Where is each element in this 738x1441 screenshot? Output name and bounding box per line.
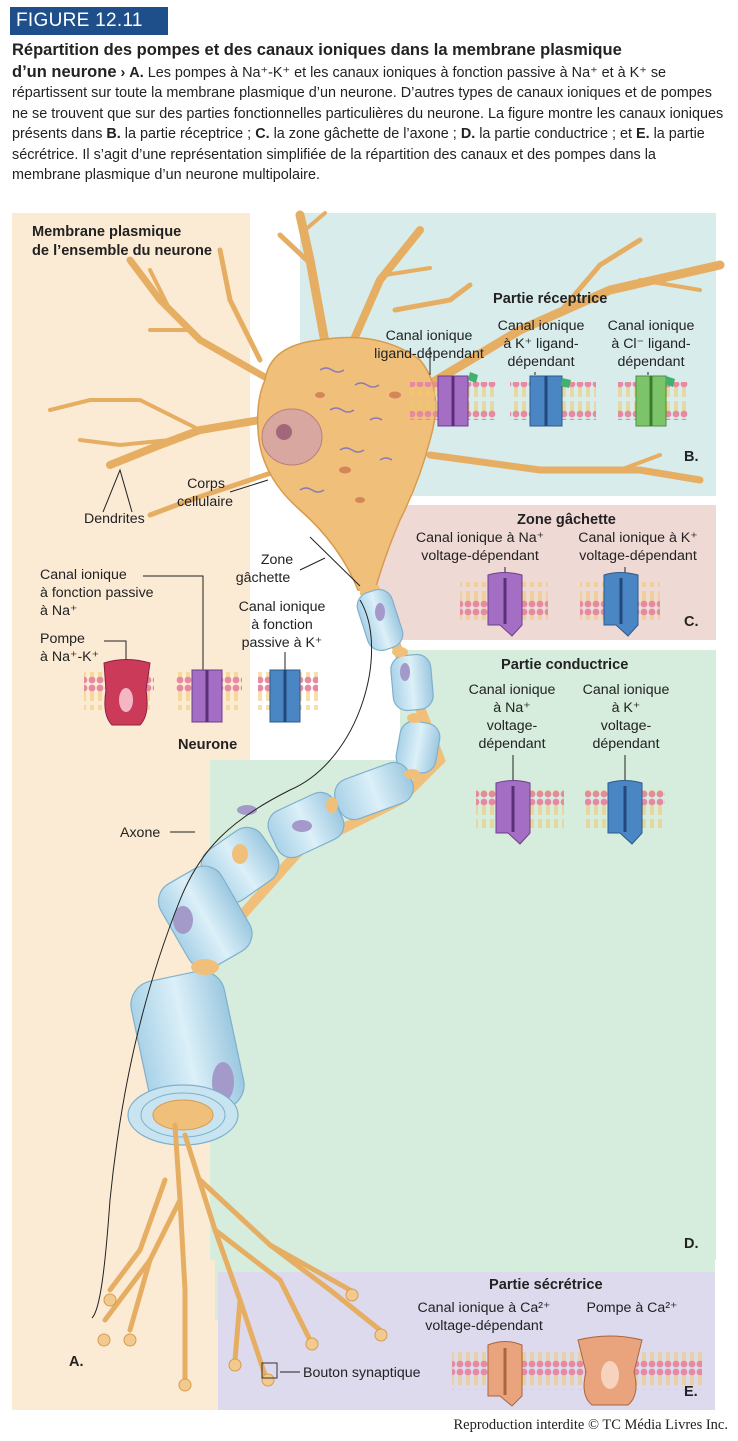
label-cl-ligand-1: Canal ionique	[607, 318, 695, 334]
label-ligand-1: Canal ionique	[385, 328, 473, 344]
caption-d-text: la partie conductrice ; et	[475, 126, 636, 142]
label-axon: Axone	[120, 825, 161, 841]
label-cl-ligand-3: dépendant	[617, 354, 685, 370]
whole-membrane-title-2: de l’ensemble du neurone	[32, 243, 213, 259]
label-na-voltage-d-4: dépendant	[478, 736, 546, 752]
caption-body: Les pompes à Na⁺-K⁺ et les canaux ioniqu…	[12, 64, 724, 143]
label-trigger-zone-2: gâchette	[235, 570, 291, 586]
label-passive-na-1: Canal ionique	[40, 567, 127, 583]
label-cl-ligand-2: à Cl⁻ ligand-	[611, 336, 691, 352]
panel-letter-b: B.	[684, 449, 699, 465]
panel-letter-e: E.	[684, 1384, 698, 1400]
label-k-voltage-d-2: à K⁺	[611, 700, 641, 716]
label-na-voltage-d-3: voltage-	[486, 718, 538, 734]
leader-lines	[91, 347, 649, 1373]
caption-c: C.	[255, 126, 270, 142]
caption-e-text: la partie sécrétrice. Il s’agit d’une re…	[12, 126, 705, 183]
label-passive-na-3: à Na⁺	[40, 603, 78, 619]
label-k-ligand-2: à K⁺ ligand-	[503, 336, 579, 352]
schwann-nuclei	[173, 603, 410, 1102]
whole-membrane-title-1: Membrane plasmique	[32, 224, 182, 240]
label-k-voltage-c-2: voltage-dépendant	[579, 548, 697, 564]
label-ca-pump: Pompe à Ca²⁺	[586, 1300, 678, 1316]
label-k-voltage-c-1: Canal ionique à K⁺	[578, 530, 698, 546]
label-passive-k-2: à fonction	[251, 617, 313, 633]
synaptic-boutons	[97, 1288, 388, 1392]
caption-b-text: la partie réceptrice ;	[120, 126, 256, 142]
label-trigger-zone-1: Zone	[260, 552, 294, 568]
caption-arrow: ›	[120, 64, 126, 81]
label-na-voltage-c-2: voltage-dépendant	[421, 548, 539, 564]
label-passive-k-1: Canal ionique	[238, 599, 326, 615]
label-bouton: Bouton synaptique	[303, 1365, 421, 1381]
label-k-voltage-d-3: voltage-	[600, 718, 652, 734]
panel-letter-a: A.	[69, 1354, 84, 1370]
caption-e: E.	[636, 126, 650, 142]
nucleolus-shape	[276, 424, 292, 440]
label-pump-2: à Na⁺-K⁺	[40, 649, 100, 665]
label-k-ligand-1: Canal ionique	[497, 318, 585, 334]
panel-letter-d: D.	[684, 1236, 699, 1252]
label-passive-k-3: passive à K⁺	[241, 635, 323, 651]
label-na-voltage-d-2: à Na⁺	[493, 700, 531, 716]
conductive-title: Partie conductrice	[501, 657, 629, 673]
axon-terminals	[102, 1122, 383, 1383]
label-na-voltage-c-1: Canal ionique à Na⁺	[415, 530, 545, 546]
copyright-footer: Reproduction interdite © TC Média Livres…	[453, 1417, 728, 1433]
label-k-ligand-3: dépendant	[507, 354, 575, 370]
label-passive-na-2: à fonction passive	[40, 585, 154, 601]
caption-c-text: la zone gâchette de l’axone ;	[269, 126, 461, 142]
label-pump-1: Pompe	[40, 631, 85, 647]
nodes-of-ranvier	[191, 647, 423, 975]
label-ligand-2: ligand-dépendant	[374, 346, 484, 362]
caption-title-line2: d’un neurone	[12, 62, 117, 81]
caption-d: D.	[460, 126, 476, 142]
label-dendrites: Dendrites	[84, 511, 145, 527]
caption-title-line1: Répartition des pompes et des canaux ion…	[12, 41, 622, 59]
cell-body-shape	[256, 336, 437, 591]
panel-d-background	[400, 650, 716, 1260]
label-ca-voltage-2: voltage-dépendant	[425, 1318, 543, 1334]
label-cell-body-1: Corps	[187, 476, 225, 492]
label-k-voltage-d-4: dépendant	[592, 736, 660, 752]
label-neuron: Neurone	[178, 737, 238, 753]
label-k-voltage-d-1: Canal ionique	[582, 682, 670, 698]
dendrites-shape	[48, 210, 725, 518]
figure-caption: Répartition des pompes et des canaux ion…	[12, 40, 728, 186]
caption-part-a: A.	[129, 64, 144, 81]
receptive-title: Partie réceptrice	[493, 291, 608, 307]
mitochondria	[315, 391, 401, 503]
panel-letter-c: C.	[684, 614, 699, 630]
caption-b: B.	[106, 126, 121, 142]
label-na-voltage-d-1: Canal ionique	[468, 682, 556, 698]
secretory-title: Partie sécrétrice	[489, 1277, 603, 1293]
figure-label: FIGURE 12.11	[10, 7, 168, 35]
label-cell-body-2: cellulaire	[177, 494, 233, 510]
label-ca-voltage-1: Canal ionique à Ca²⁺	[417, 1300, 551, 1316]
trigger-title: Zone gâchette	[517, 512, 616, 528]
nucleus-shape	[261, 408, 323, 466]
organelles	[299, 367, 393, 493]
